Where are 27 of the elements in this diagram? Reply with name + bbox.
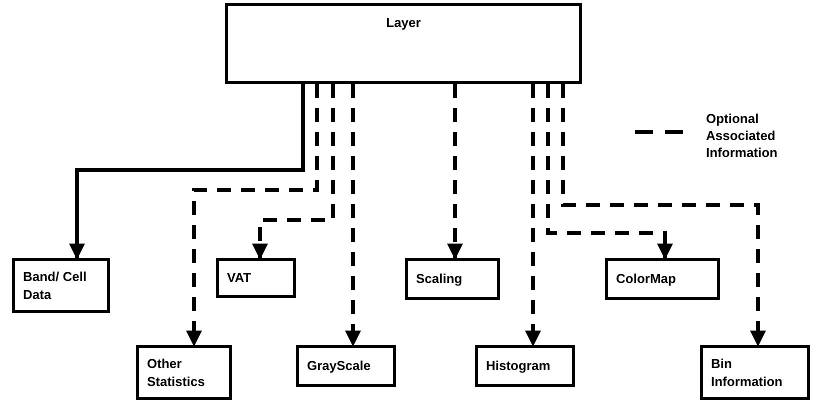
- node-label: Layer: [386, 14, 421, 32]
- node-label: GrayScale: [307, 357, 372, 375]
- process-box: [605, 258, 720, 300]
- arrow: [525, 84, 541, 347]
- node-label: Histogram: [486, 357, 552, 375]
- process-box: [136, 345, 232, 400]
- process-box: [216, 258, 296, 298]
- arrow: [345, 84, 361, 347]
- arrow: [561, 84, 766, 347]
- arrow: [447, 84, 463, 260]
- arrow: [546, 84, 673, 260]
- process-box: [475, 345, 575, 387]
- process-box: [225, 3, 582, 84]
- node-label: Band/ Cell Data: [23, 268, 88, 304]
- arrow: [252, 84, 335, 260]
- process-box: [700, 345, 810, 400]
- node-label: VAT: [227, 269, 252, 287]
- arrow: [186, 84, 319, 347]
- process-box: [296, 345, 396, 387]
- process-box: [12, 258, 110, 313]
- node-label: Scaling: [416, 270, 464, 288]
- node-label: Other Statistics: [147, 354, 206, 390]
- node-label: Bin Information: [711, 354, 784, 390]
- process-box: [405, 258, 500, 300]
- legend-label: Optional Associated Information: [706, 110, 778, 161]
- arrow: [69, 84, 305, 260]
- node-label: ColorMap: [616, 270, 677, 288]
